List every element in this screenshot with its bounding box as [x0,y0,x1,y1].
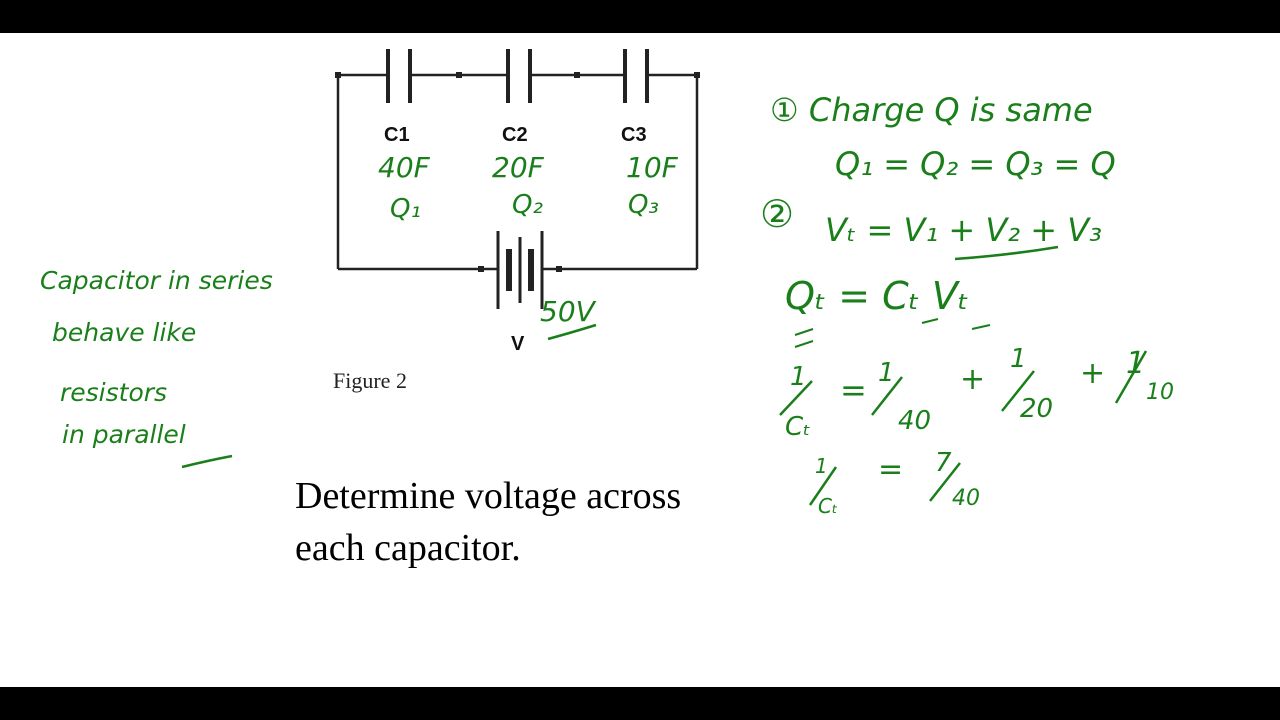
c2-charge: Q₂ [512,190,543,220]
circuit-wires [336,73,699,271]
circuit-diagram: C1 C2 C3 V Figure 2 40F 20F 10F Q₁ Q₂ Q₃… [40,49,1174,518]
svg-text:+: + [1080,356,1105,391]
c1-charge: Q₁ [390,194,421,224]
svg-text:=: = [878,452,903,487]
capacitor-c2 [506,49,532,103]
svg-text:① Charge Q is same: ① Charge Q is same [770,91,1093,129]
capacitor-label-c1: C1 [384,124,410,146]
svg-text:1: 1 [790,362,807,392]
c1-value: 40F [378,151,431,184]
svg-text:Qₜ = Cₜ Vₜ: Qₜ = Cₜ Vₜ [785,274,969,318]
question-line-1: Determine voltage across [295,475,682,517]
svg-text:behave like: behave like [52,318,196,347]
svg-text:Capacitor in series: Capacitor in series [40,266,273,295]
svg-text:②: ② [760,192,794,236]
svg-text:=: = [840,371,867,409]
svg-text:1: 1 [815,454,828,478]
capacitor-label-c2: C2 [502,124,528,146]
svg-text:Cₜ: Cₜ [785,412,811,442]
svg-text:in parallel: in parallel [62,420,186,449]
capacitor-label-c3: C3 [621,124,647,146]
svg-text:1: 1 [1126,346,1145,381]
capacitor-c3 [623,49,649,103]
svg-text:Vₜ = V₁ + V₂ + V₃: Vₜ = V₁ + V₂ + V₃ [825,211,1102,249]
svg-text:20: 20 [1020,394,1053,424]
junction-dots [335,72,700,272]
svg-text:resistors: resistors [60,378,167,407]
svg-text:1: 1 [1010,344,1027,374]
svg-text:40: 40 [898,406,931,436]
svg-text:Q₁ = Q₂ = Q₃ = Q: Q₁ = Q₂ = Q₃ = Q [835,145,1116,183]
whiteboard: C1 C2 C3 V Figure 2 40F 20F 10F Q₁ Q₂ Q₃… [0,33,1280,687]
source-label: V [511,333,525,355]
note-right: ① Charge Q is same Q₁ = Q₂ = Q₃ = Q ② Vₜ… [760,91,1174,518]
svg-text:1: 1 [878,358,895,388]
svg-text:10: 10 [1146,380,1174,405]
source-value-underline [547,323,597,341]
svg-text:Cₜ: Cₜ [818,494,838,518]
c2-value: 20F [492,151,545,184]
svg-text:+: + [960,362,985,397]
svg-text:7: 7 [935,448,952,478]
source-value: 50V [540,295,597,328]
c3-charge: Q₃ [628,190,659,220]
question-text: Determine voltage across each capacitor. [295,470,815,574]
c3-value: 10F [626,151,679,184]
battery [496,231,544,309]
figure-caption: Figure 2 [333,368,407,393]
capacitor-c1 [386,49,412,103]
note-left: Capacitor in series behave like resistor… [40,266,273,469]
svg-text:40: 40 [952,486,980,511]
question-line-2: each capacitor. [295,527,521,569]
